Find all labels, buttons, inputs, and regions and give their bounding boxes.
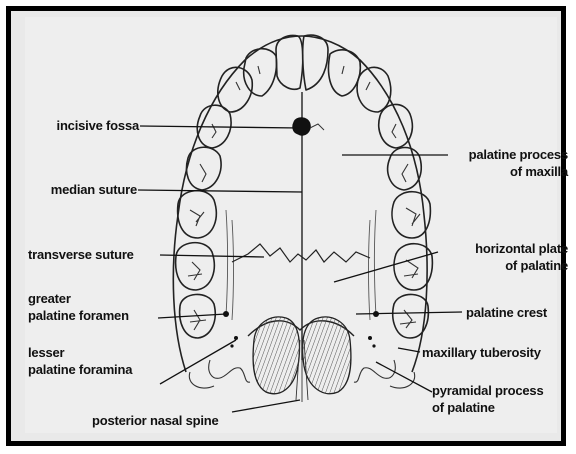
leader-posterior-nasal-spine [232,400,300,412]
incisive-fossa-detail [310,124,324,130]
label-palatine-process-line2: of maxilla [469,163,568,180]
label-posterior-nasal-spine: posterior nasal spine [92,412,219,429]
label-greater-line2: palatine foramen [28,307,129,324]
pterygoid-outline-left [209,360,250,382]
incisive-fossa-mark [293,118,311,136]
label-pyramidal-line2: of palatine [432,399,544,416]
posterior-hatched-left [253,317,299,394]
label-palatine-process-line1: palatine process [469,146,568,163]
label-greater-line1: greater [28,290,129,307]
label-horizontal-plate-line2: of palatine [475,257,568,274]
leader-horizontal-plate [334,252,438,282]
label-pyramidal-process: pyramidal process of palatine [432,382,544,416]
label-horizontal-plate: horizontal plate of palatine [475,240,568,274]
posterior-hatched-right [303,317,351,394]
label-palatine-process: palatine process of maxilla [469,146,568,180]
tooth-canine-left [218,67,252,112]
label-median-suture: median suture [51,181,137,198]
tooth-incisor-central-right [303,35,328,90]
pterygoid-outline-right [354,360,395,382]
label-horizontal-plate-line1: horizontal plate [475,240,568,257]
tooth-cusp-marks [188,66,420,330]
transverse-suture-line [232,244,370,262]
tooth-molar-3-right [393,294,429,338]
label-lesser-palatine-foramina: lesser palatine foramina [28,344,132,378]
label-pyramidal-line1: pyramidal process [432,382,544,399]
leader-median-suture [138,190,302,192]
label-lesser-line1: lesser [28,344,132,361]
tooth-canine-right [357,67,391,112]
leader-lesser-palatine-foramina [160,340,236,384]
label-maxillary-tuberosity: maxillary tuberosity [422,344,541,361]
label-greater-palatine-foramen: greater palatine foramen [28,290,129,324]
leader-maxillary-tuberosity [398,348,420,352]
palatal-groove-right [369,210,377,320]
leader-palatine-crest [356,312,462,314]
label-incisive-fossa: incisive fossa [57,117,139,134]
label-palatine-crest: palatine crest [466,304,547,321]
label-lesser-line2: palatine foramina [28,361,132,378]
tooth-incisor-central-left [276,36,303,90]
palatal-groove-left [226,210,234,320]
leader-incisive-fossa [140,126,300,128]
label-transverse-suture: transverse suture [28,246,134,263]
tooth-molar-2-left [176,243,215,290]
